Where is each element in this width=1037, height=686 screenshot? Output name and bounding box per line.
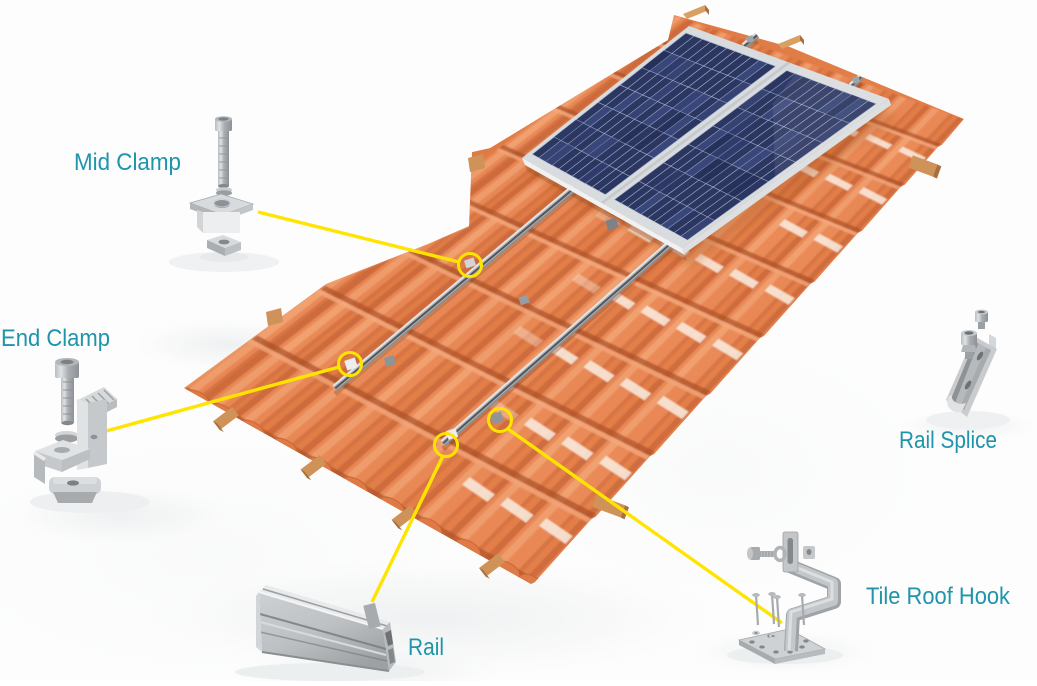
svg-text:Rail Splice: Rail Splice <box>899 427 997 454</box>
svg-text:Rail: Rail <box>408 634 444 661</box>
svg-text:End Clamp: End Clamp <box>1 325 110 352</box>
svg-text:Tile Roof Hook: Tile Roof Hook <box>866 583 1011 610</box>
svg-text:Mid Clamp: Mid Clamp <box>74 149 181 176</box>
